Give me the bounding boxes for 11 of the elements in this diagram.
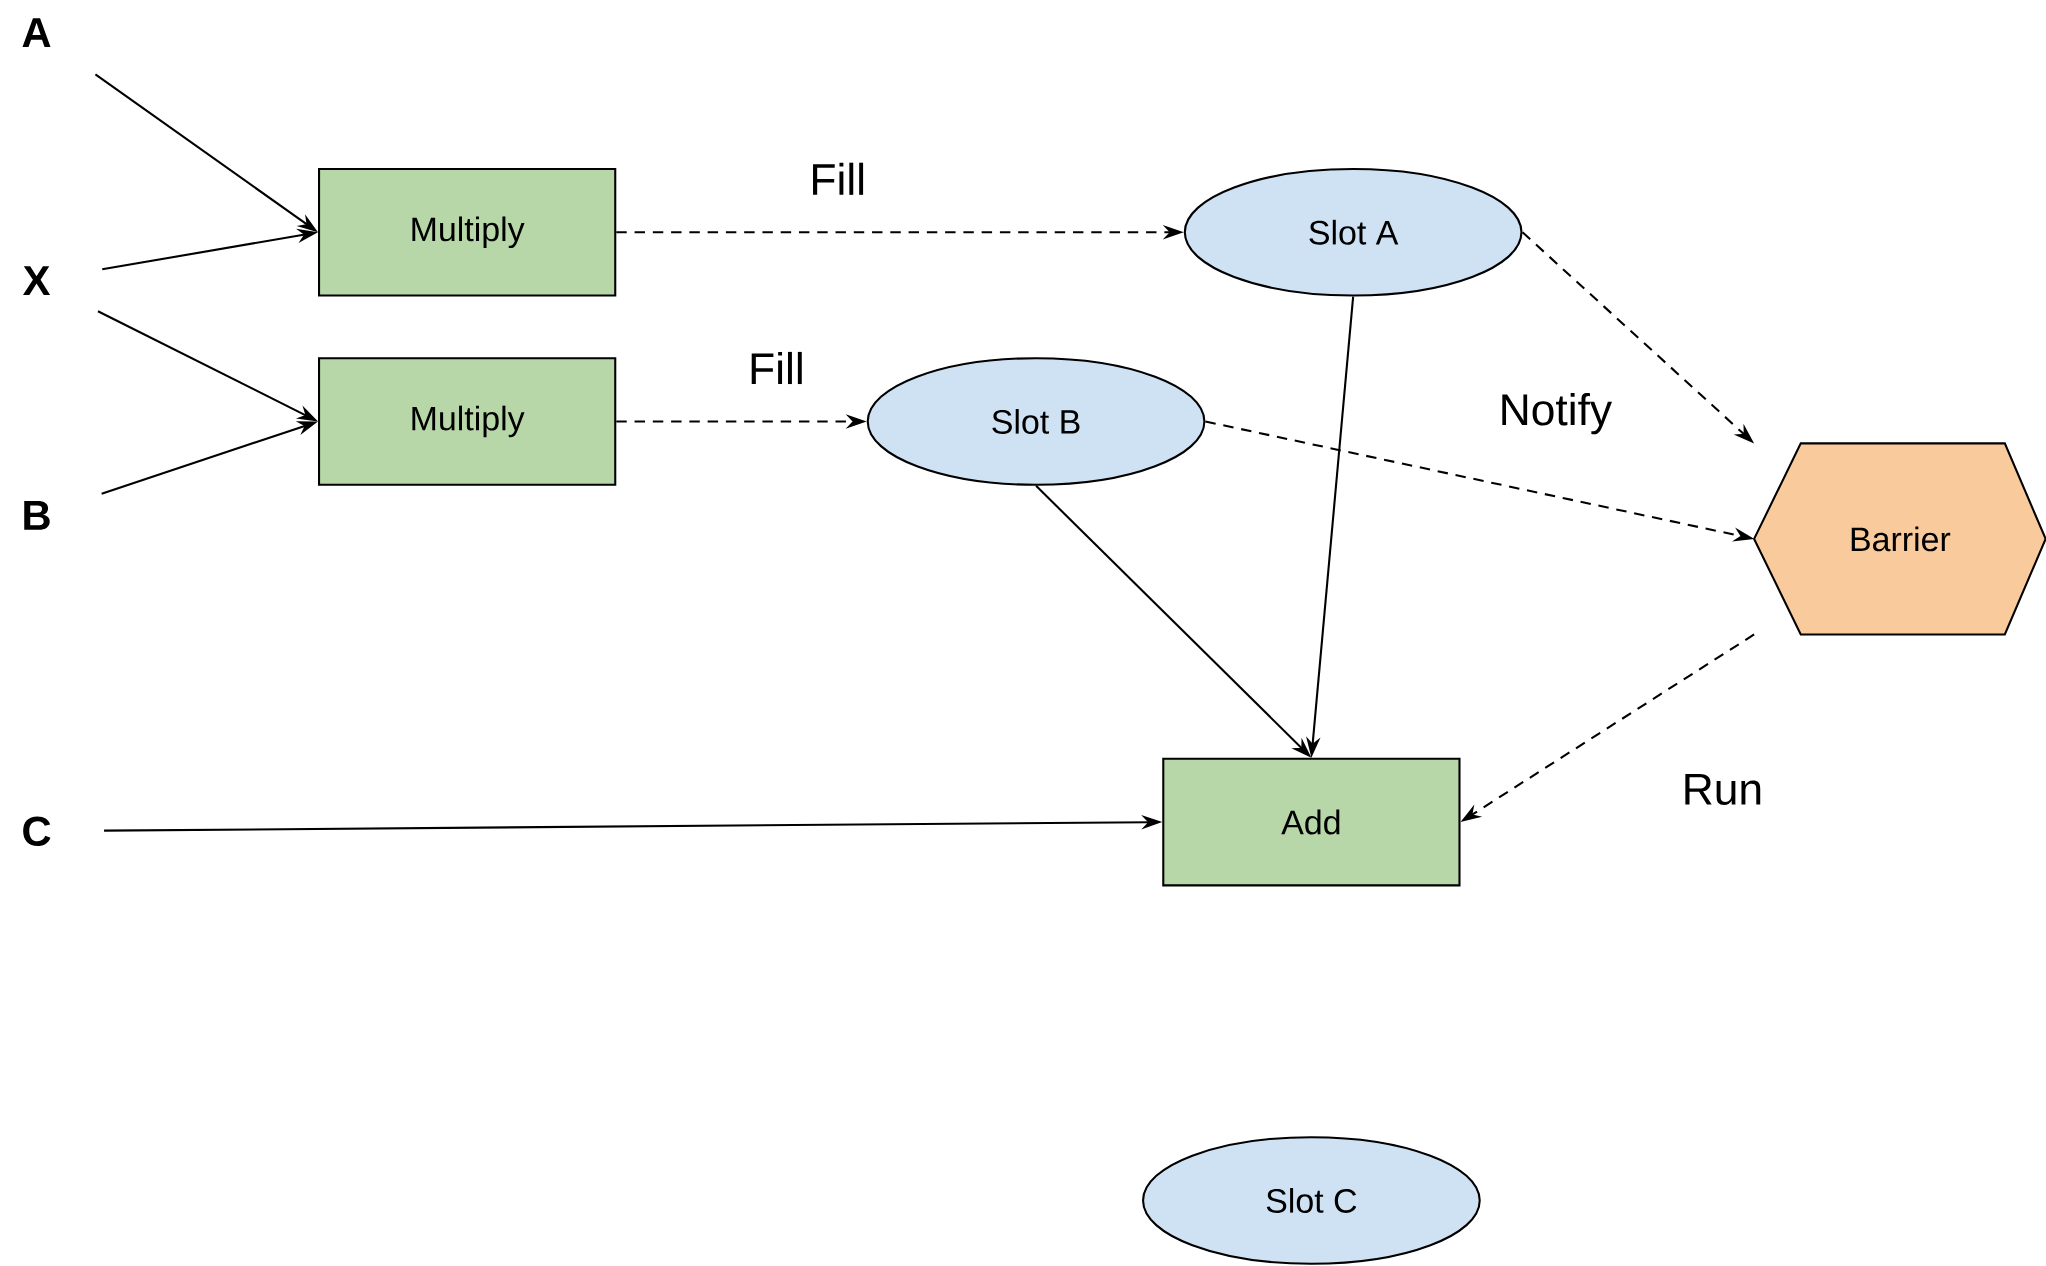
- input-label: A: [22, 18, 51, 48]
- input-label: B: [24, 501, 50, 530]
- input-label: X: [23, 266, 51, 296]
- edge-label: Fill: [745, 349, 808, 387]
- process-box: Multiply: [318, 357, 617, 486]
- input-label: C: [23, 816, 51, 847]
- edge-label: Run: [1679, 771, 1766, 808]
- edge-label: Notify: [1496, 390, 1615, 438]
- process-box: Add: [1162, 757, 1461, 887]
- edge-label: Fill: [806, 160, 869, 198]
- process-box: Multiply: [318, 168, 617, 297]
